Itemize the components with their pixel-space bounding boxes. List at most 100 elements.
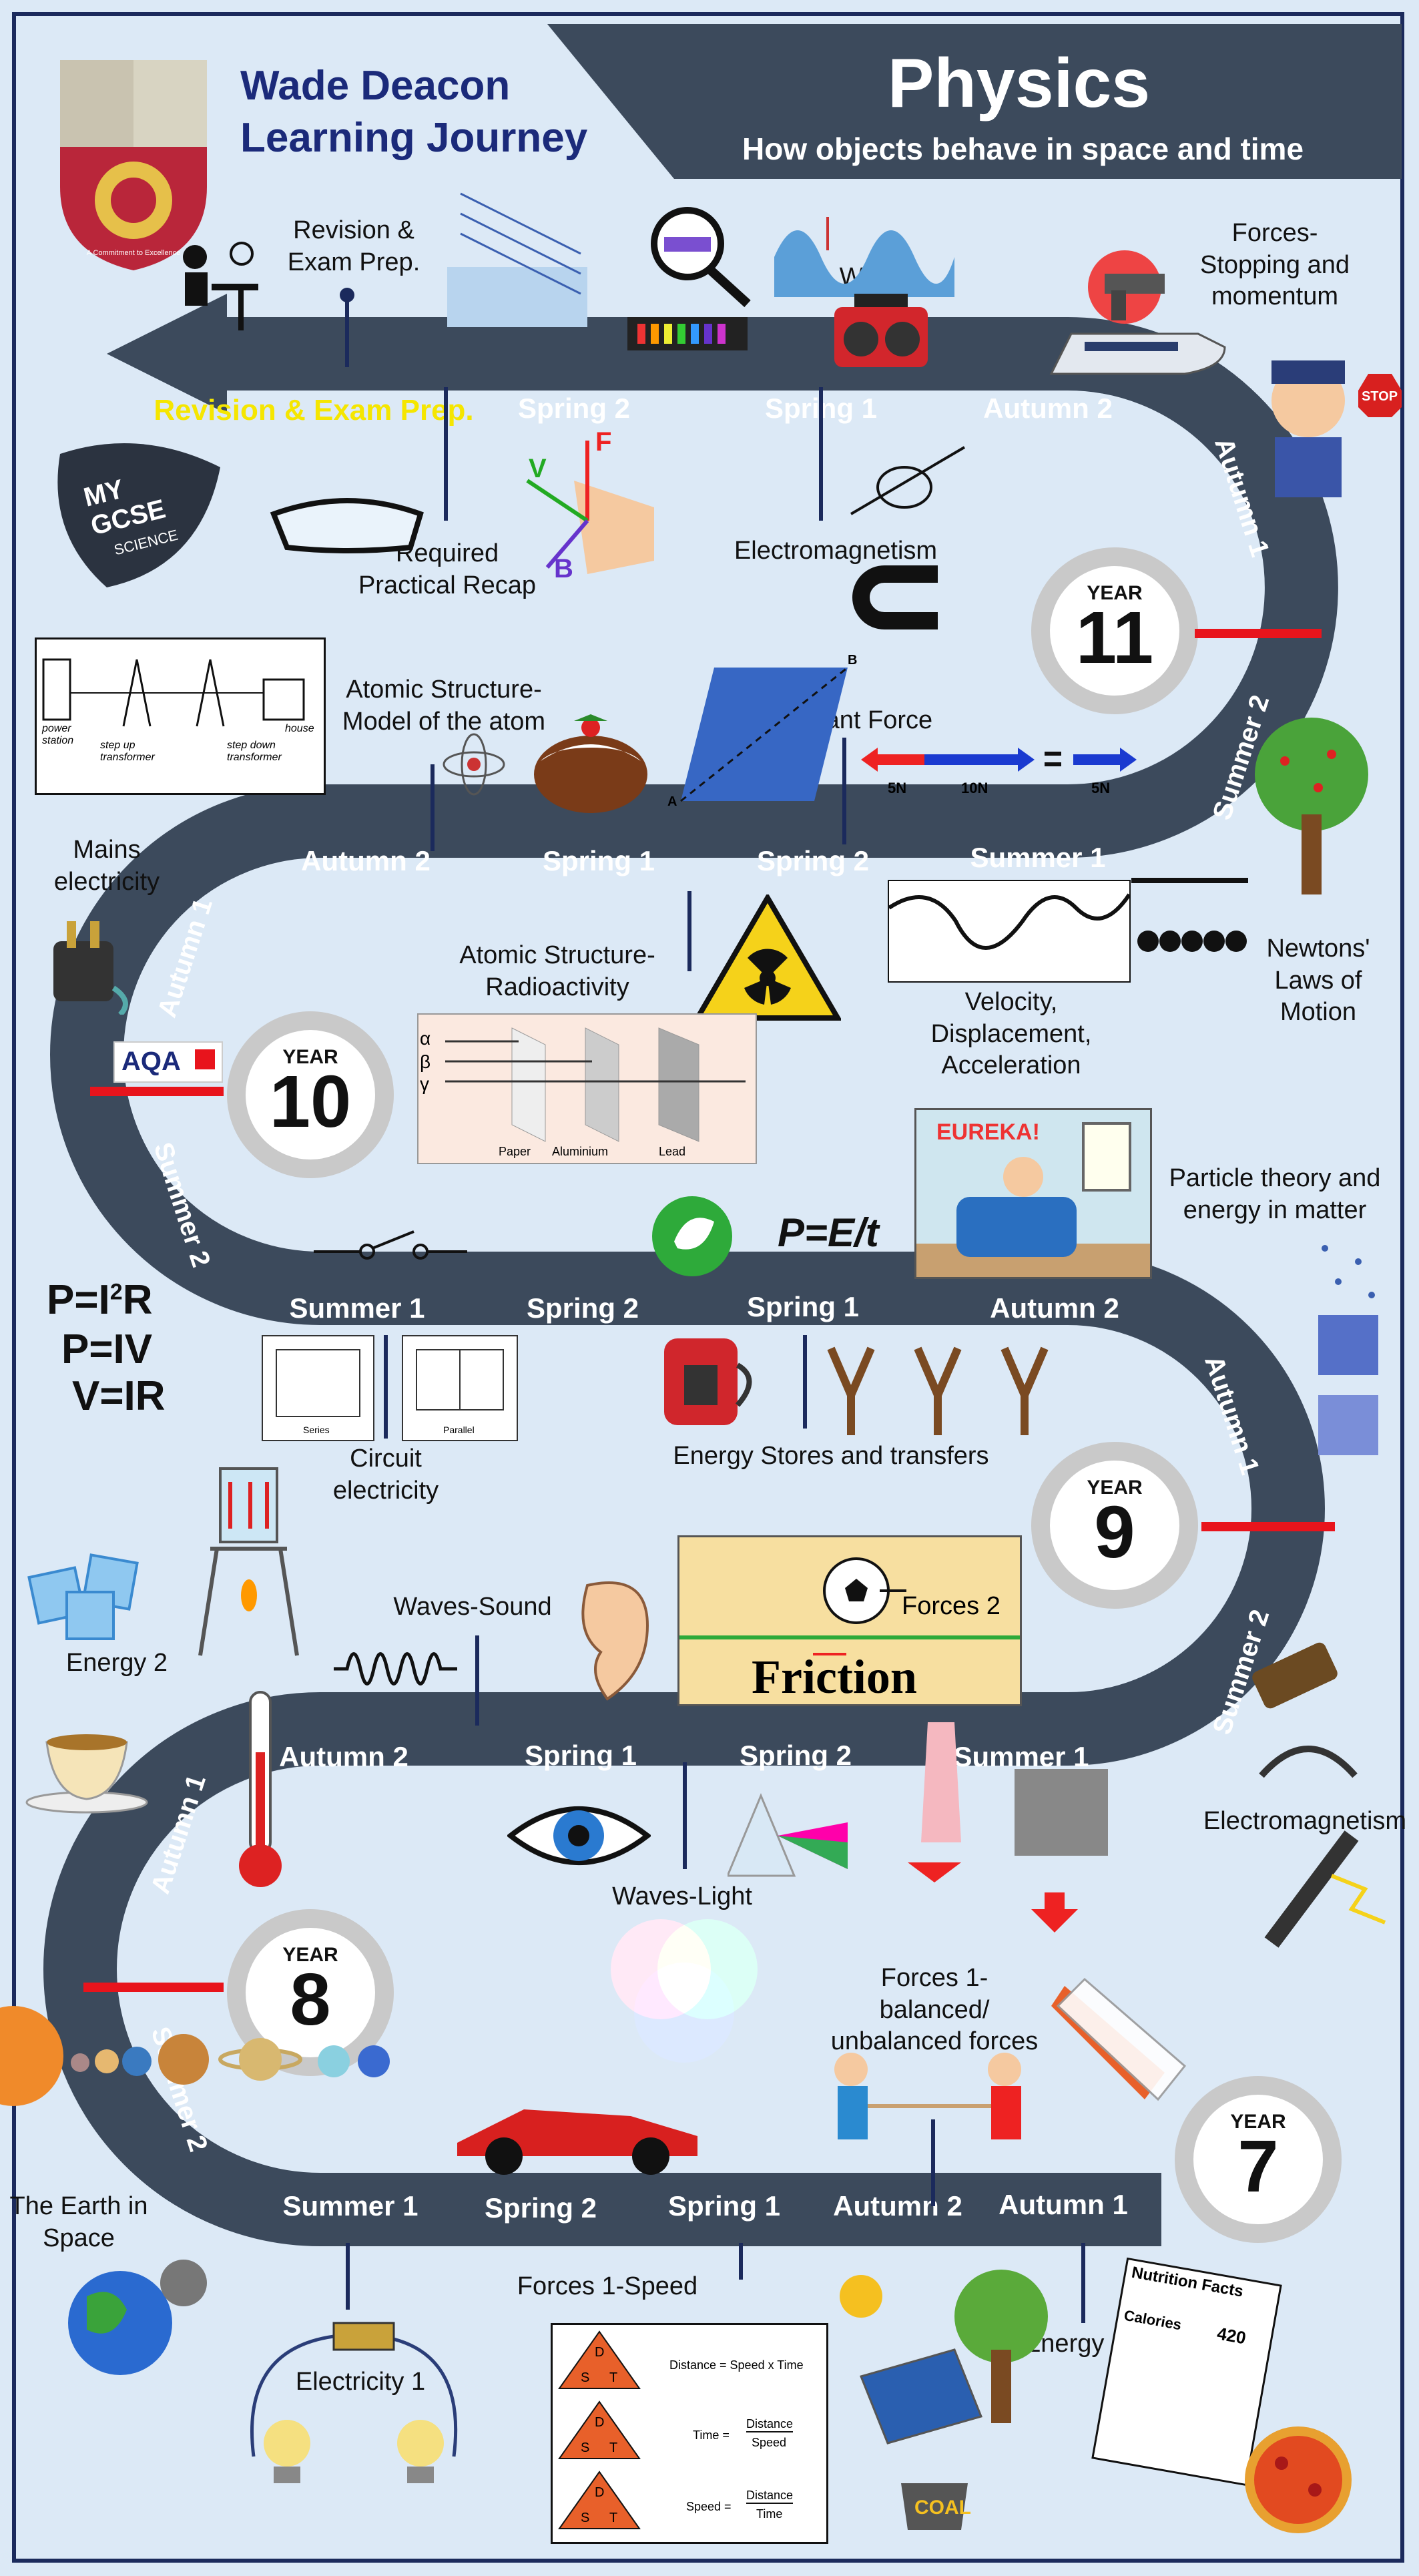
tri-s-3: S (581, 2511, 590, 2525)
down-arrow-icon (1031, 1892, 1078, 1933)
topic-revision: Revision & Exam Prep. (287, 216, 420, 276)
right-hand-grip-icon (838, 441, 978, 521)
force-5n-right: 5N (1091, 780, 1111, 796)
step-down-label: step down transformer (227, 740, 282, 763)
formula-p-i2r: P=I2R (47, 1277, 153, 1323)
paper-label: Paper (499, 1145, 531, 1158)
y8-summer1-label: Summer 1 (953, 1741, 1089, 1772)
force-5n-left: 5N (888, 780, 907, 796)
hand-f-label: F (595, 427, 612, 457)
tri-s-2: S (581, 2440, 590, 2455)
time-equation-bottom: Speed (752, 2436, 787, 2449)
y7-summer1-label: Summer 1 (282, 2190, 418, 2222)
pin-dot (340, 288, 354, 302)
pin-energy-stores (803, 1335, 807, 1429)
hand-v-label: V (529, 454, 547, 483)
topic-waves-sound: Waves-Sound (393, 1593, 552, 1621)
y11-revision-label: Revision & Exam Prep. (154, 394, 474, 427)
catapult-sequence-icon (824, 1328, 1098, 1442)
topic-newtons-laws: Newtons' Laws of Motion (1266, 935, 1370, 1026)
rgb-colour-mixing-icon (601, 1912, 768, 2073)
title-band (547, 24, 1402, 179)
tug-of-war-icon (811, 2049, 1051, 2183)
racing-car-icon (444, 2069, 711, 2176)
time-equation-top: Distance (746, 2417, 794, 2432)
hand-b-label: B (554, 554, 573, 583)
time-equation-left: Time = (693, 2428, 730, 2442)
aqa-mark-icon (195, 1049, 215, 1069)
topic-forces-stopping: Forces- Stopping and momentum (1200, 219, 1350, 310)
speed-equation-left: Speed = (686, 2500, 732, 2513)
y10-spring1-label: Spring 1 (542, 845, 655, 876)
y8-spring1-label: Spring 1 (524, 1740, 637, 1771)
topic-required-practical: Required Practical Recap (358, 539, 537, 599)
speed-equation-bottom: Time (756, 2507, 783, 2521)
rollercoaster-icon (888, 880, 1131, 983)
aqa-text: AQA (121, 1047, 181, 1076)
refraction-block-icon (447, 180, 587, 327)
svg-text:A Commitment to Excellence: A Commitment to Excellence (87, 249, 181, 257)
page-subtitle: How objects behave in space and time (742, 132, 1304, 166)
topic-energy2: Energy 2 (65, 1649, 168, 1677)
switch-symbol-icon (314, 1228, 467, 1262)
plum-pudding-icon (527, 701, 654, 814)
kettle-icon (651, 1325, 761, 1442)
formula-power-time: P=E/t (778, 1210, 879, 1255)
pin-forces1 (931, 2119, 935, 2206)
power-station-label: power station (42, 723, 74, 746)
pin-waves-light (683, 1762, 687, 1869)
eye-icon (506, 1796, 652, 1876)
alpha-label: α (420, 1028, 431, 1049)
pin-energy1 (1081, 2243, 1085, 2323)
page-title: Physics (888, 45, 1151, 122)
tri-d-2: D (595, 2415, 605, 2430)
space-shuttle-icon (1045, 1966, 1205, 2119)
plug-icon (40, 915, 133, 1017)
y10-summer1-label: Summer 1 (970, 842, 1106, 873)
topic-velocity: Velocity, Displacement, Acceleration (930, 988, 1092, 1079)
topic-particle-theory: Particle theory and energy in matter (1169, 1164, 1381, 1224)
lead-label: Lead (659, 1145, 686, 1158)
my-gcse-science-logo: MY GCSE SCIENCE (47, 434, 227, 594)
friction-box: Forces 2 Friction (677, 1535, 1022, 1706)
y8-spring2-label: Spring 2 (739, 1740, 852, 1771)
topic-forces1-balanced: Forces 1- balanced/ unbalanced forces (830, 1964, 1039, 2055)
topic-energy-stores: Energy Stores and transfers (673, 1442, 989, 1470)
beta-label: β (420, 1051, 431, 1072)
sound-wave-icon (334, 1639, 457, 1699)
calories-text: Calories (1123, 2306, 1183, 2334)
eureka-text: EUREKA! (936, 1119, 1040, 1145)
transmission-diagram: power station step up transformer step d… (35, 637, 326, 795)
school-name-line1: Wade Deacon (240, 63, 511, 109)
parallel-label: Parallel (443, 1425, 475, 1435)
vector-diagram-icon: A B (667, 653, 868, 814)
train-icon (1045, 320, 1231, 387)
renewables-icon: COAL (834, 2263, 1075, 2550)
ice-cubes-icon (20, 1539, 154, 1642)
bunsen-burner-icon (190, 1462, 307, 1662)
vector-a-label: A (667, 794, 677, 809)
pin-circuit (384, 1335, 388, 1439)
eureka-bath-icon: EUREKA! (914, 1108, 1152, 1279)
student-desk-icon (175, 240, 262, 334)
formula-v-ir: V=IR (72, 1373, 166, 1419)
resultant-arrows-icon: 5N 10N 5N (861, 740, 1141, 806)
force-10n: 10N (961, 780, 988, 796)
y7-autumn1-label: Autumn 1 (999, 2189, 1128, 2220)
year-10-marker (90, 1087, 224, 1096)
speed-gun-icon (1078, 247, 1185, 327)
tri-s-1: S (581, 2370, 590, 2385)
electrified-screw-icon (1231, 1822, 1392, 1969)
tri-d-1: D (595, 2345, 605, 2360)
y9-summer1-label: Summer 1 (289, 1292, 425, 1324)
pin-required-practical (444, 387, 448, 521)
school-name: Wade Deacon Learning Journey (240, 60, 587, 164)
pin-electricity1 (346, 2243, 350, 2310)
pin-waves-sound (475, 1635, 479, 1726)
green-energy-icon (641, 1195, 744, 1278)
pin-atomic-model (431, 764, 435, 851)
school-name-line2: Learning Journey (240, 115, 588, 161)
